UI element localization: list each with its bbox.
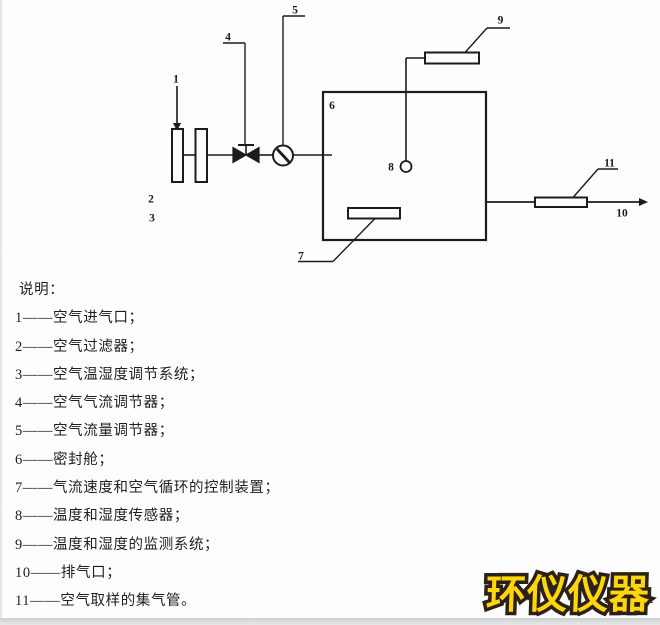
sampling-leader-line — [572, 168, 618, 198]
air-inlet-arrow — [173, 86, 181, 131]
legend-item-10: 10——排气口； — [15, 564, 122, 581]
label-3: 3 — [149, 213, 155, 225]
watermark-text: 环仪仪器 — [485, 573, 651, 617]
label-4: 4 — [225, 32, 231, 44]
legend-title: 说明： — [19, 282, 65, 298]
sealed-chamber-box — [321, 90, 488, 242]
label-9: 9 — [498, 15, 504, 27]
watermark: 环仪仪器 环仪仪器 — [482, 570, 655, 621]
legend: 说明： 1——空气进气口； 2——空气过滤器； 3——空气温湿度调节系统； 4—… — [15, 276, 495, 616]
monitor-leader-line — [464, 27, 510, 53]
label-11: 11 — [604, 158, 615, 170]
legend-item-1: 1——空气进气口； — [15, 310, 144, 327]
temp-humidity-system-rect — [194, 128, 208, 183]
label-2: 2 — [148, 194, 154, 206]
flowmeter-icon — [272, 144, 294, 167]
page-edge-bottom — [0, 618, 660, 625]
legend-item-7: 7——气流速度和空气循环的控制装置； — [15, 480, 280, 497]
valve-leader-line — [223, 42, 246, 145]
label-8: 8 — [388, 162, 394, 174]
page-edge-left — [0, 0, 3, 625]
legend-item-6: 6——密封舱； — [15, 451, 114, 468]
legend-item-3: 3——空气温湿度调节系统； — [15, 366, 205, 383]
monitor-system — [406, 51, 480, 65]
schematic-diagram: 1 2 3 4 5 6 7 8 9 10 11 — [148, 5, 648, 263]
sampling-tube-rect — [534, 196, 588, 208]
control-device-leader-line — [298, 218, 376, 263]
monitor-system-rect — [424, 51, 480, 65]
flow-valve-icon — [232, 144, 260, 164]
sensor-probe — [399, 58, 413, 173]
legend-item-5: 5——空气流量调节器； — [15, 423, 174, 440]
legend-item-9: 9——温度和湿度的监测系统； — [15, 536, 220, 553]
air-filter-rect — [171, 128, 184, 183]
exhaust-arrowhead — [639, 198, 648, 206]
label-6: 6 — [329, 100, 335, 112]
label-1: 1 — [173, 74, 179, 86]
legend-item-11: 11——空气取样的集气管。 — [15, 593, 197, 610]
label-5: 5 — [292, 5, 298, 17]
label-7: 7 — [298, 251, 304, 263]
label-10: 10 — [616, 208, 628, 220]
legend-item-8: 8——温度和湿度传感器； — [15, 508, 189, 525]
control-device-rect — [347, 207, 401, 220]
legend-item-2: 2——空气过滤器； — [15, 338, 144, 355]
sensor-circle — [399, 160, 413, 173]
flowmeter-leader-line — [282, 15, 305, 145]
legend-item-4: 4——空气气流调节器； — [15, 395, 174, 412]
